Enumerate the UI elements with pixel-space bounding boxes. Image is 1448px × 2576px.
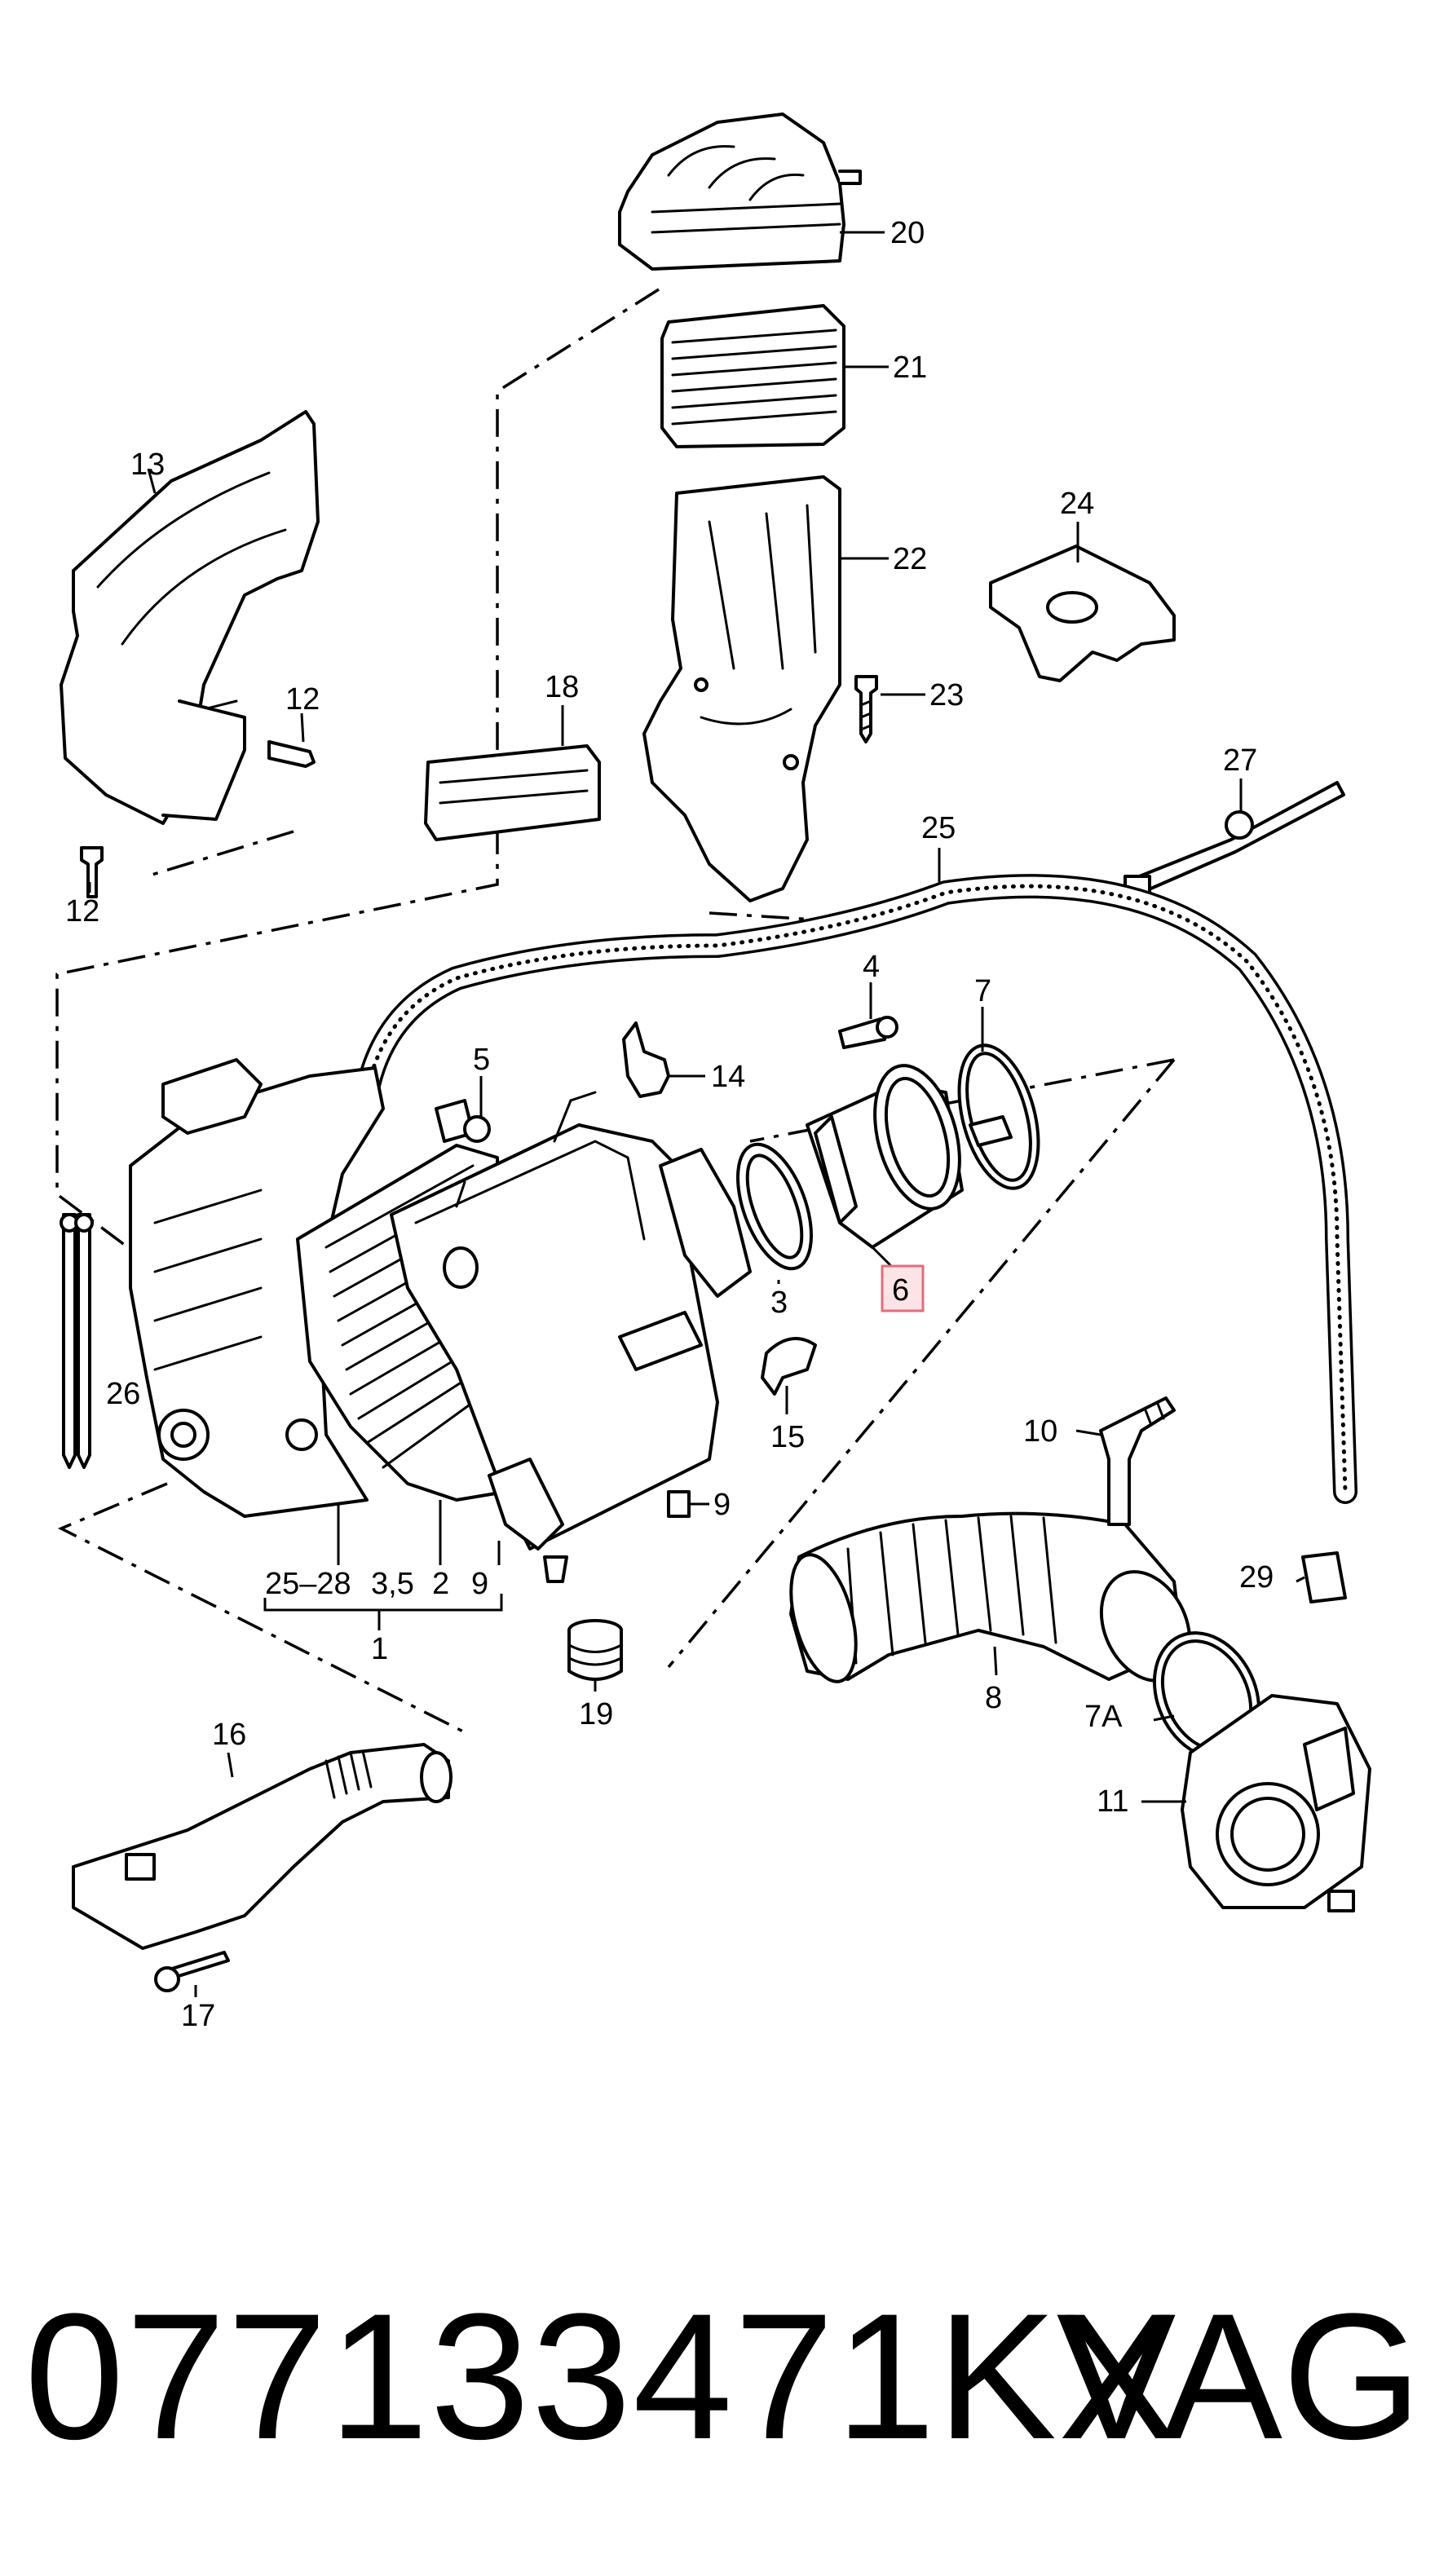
part-7-hose-clip xyxy=(957,1043,1040,1190)
callout-5: 5 xyxy=(473,1043,490,1077)
callout-10: 10 xyxy=(1023,1414,1057,1449)
callout-24: 24 xyxy=(1060,487,1094,521)
callout-15: 15 xyxy=(770,1420,805,1454)
part-3-seal-ring xyxy=(736,1142,813,1271)
callout-12-lower: 12 xyxy=(65,894,99,929)
part-27-cable-tie xyxy=(1124,781,1345,894)
callout-23: 23 xyxy=(929,678,964,712)
part-19-rubber-mount xyxy=(567,1619,623,1681)
part-4-screw xyxy=(838,1016,898,1049)
part-10-elbow-connector xyxy=(1099,1396,1176,1526)
part-number: 077133471KX xyxy=(24,2276,1180,2477)
part-21-intake-grille xyxy=(660,304,845,448)
part-17-screw xyxy=(154,1951,230,1992)
part-18-filter-pad xyxy=(424,744,601,841)
callout-22: 22 xyxy=(893,542,927,576)
callout-20: 20 xyxy=(890,216,925,250)
callout-labels: 20 21 22 23 24 27 25 13 12 12 18 4 7 5 1… xyxy=(65,216,1274,2033)
callout-3-5: 3,5 xyxy=(371,1567,414,1601)
callout-26: 26 xyxy=(106,1377,140,1411)
part-26-cable-ties xyxy=(60,1213,94,1469)
callout-4: 4 xyxy=(863,950,880,984)
part-9-foot xyxy=(543,1490,691,1583)
part-22-air-guide xyxy=(642,475,841,902)
part-13-left-air-duct xyxy=(60,410,320,825)
callout-16: 16 xyxy=(212,1718,246,1752)
part-14-clip xyxy=(622,1021,670,1098)
part-15-clip xyxy=(761,1337,817,1396)
callout-27: 27 xyxy=(1223,743,1257,778)
callout-25-28: 25–28 xyxy=(265,1567,351,1601)
inlet-collar xyxy=(659,1148,752,1298)
leader-lines xyxy=(88,231,1305,1997)
part-12-screws xyxy=(80,740,316,898)
callout-8: 8 xyxy=(985,1681,1002,1715)
callout-2: 2 xyxy=(432,1567,449,1601)
callout-7: 7 xyxy=(974,974,991,1008)
callout-14: 14 xyxy=(711,1060,745,1094)
part-16-air-duct xyxy=(72,1743,452,1950)
part-5-grommet xyxy=(435,1099,491,1143)
callout-29: 29 xyxy=(1239,1560,1274,1595)
callout-6: 6 xyxy=(892,1273,909,1308)
callout-12-upper: 12 xyxy=(285,682,320,717)
part-number-caption: 077133471KX VAG xyxy=(0,2274,1448,2478)
part-1-air-filter-housing xyxy=(129,1058,385,1518)
part-8-intake-hose xyxy=(789,1511,1192,1683)
callout-6-highlight-fill xyxy=(882,1266,923,1311)
callout-18: 18 xyxy=(545,670,579,704)
callout-3: 3 xyxy=(770,1286,788,1320)
callout-9-right: 9 xyxy=(713,1488,731,1522)
callout-19: 19 xyxy=(579,1697,613,1731)
callout-25: 25 xyxy=(921,811,956,845)
part-11-throttle-body xyxy=(1181,1694,1371,1912)
callout-17: 17 xyxy=(181,1999,215,2033)
air-filter-housing-cover xyxy=(390,1091,719,1550)
callout-21: 21 xyxy=(893,351,927,385)
brand-name: VAG xyxy=(1056,2276,1422,2477)
callout-11: 11 xyxy=(1097,1784,1128,1819)
part-29-plug xyxy=(1301,1551,1347,1603)
part-23-screw xyxy=(854,675,878,743)
part-24-bracket xyxy=(989,545,1176,682)
air-intake-parts-diagram: 20 21 22 23 24 27 25 13 12 12 18 4 7 5 1… xyxy=(55,112,1371,2033)
callout-6-highlight-box xyxy=(881,1264,925,1312)
callout-7a: 7A xyxy=(1084,1700,1123,1734)
callout-1: 1 xyxy=(371,1632,388,1666)
part-20-upper-air-duct xyxy=(618,112,862,271)
part-6-air-mass-meter xyxy=(806,1064,964,1249)
callout-9-left: 9 xyxy=(471,1567,488,1601)
callout-13: 13 xyxy=(130,448,165,482)
